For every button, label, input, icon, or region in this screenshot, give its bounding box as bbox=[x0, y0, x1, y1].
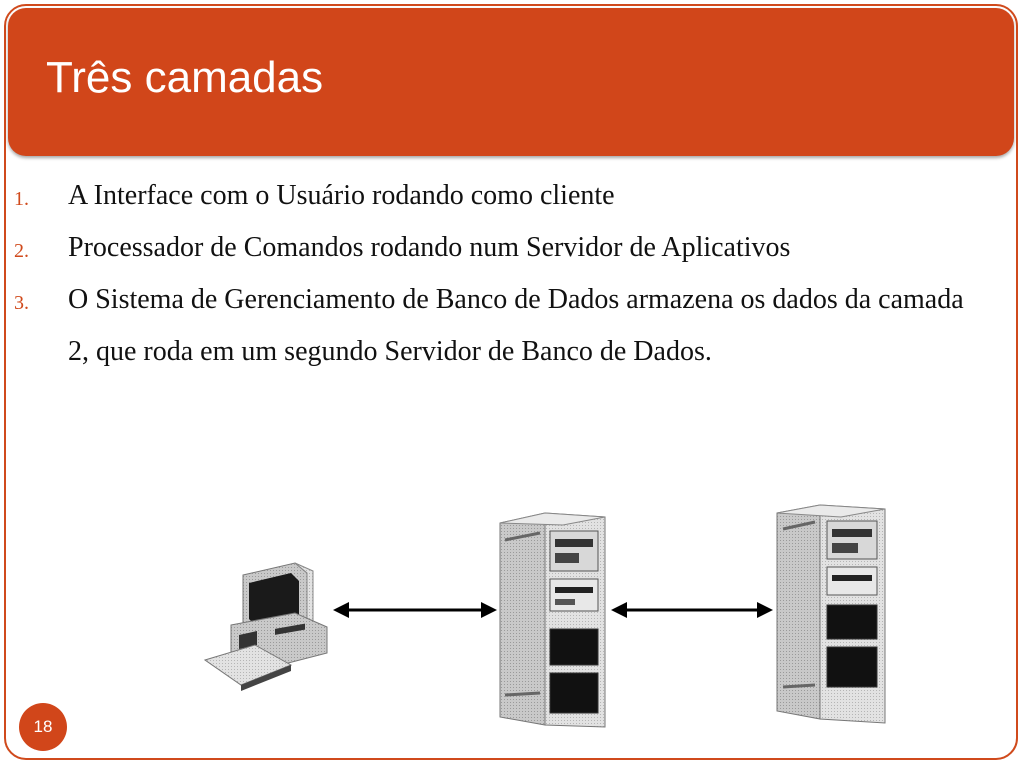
bidirectional-arrow bbox=[333, 602, 497, 618]
bullet-list: 1. A Interface com o Usuário rodando com… bbox=[0, 170, 1010, 378]
list-number: 1. bbox=[14, 188, 29, 210]
list-item-text: A Interface com o Usuário rodando como c… bbox=[68, 180, 615, 211]
slide-frame bbox=[4, 4, 1018, 760]
slide-number-badge: 18 bbox=[19, 703, 67, 751]
desktop-computer-icon bbox=[203, 562, 328, 691]
list-item-text: O Sistema de Gerenciamento de Banco de D… bbox=[68, 284, 964, 367]
list-item: 3. O Sistema de Gerenciamento de Banco d… bbox=[0, 274, 1010, 378]
slide-title: Três camadas bbox=[46, 53, 324, 102]
title-bar: Três camadas bbox=[8, 8, 1014, 156]
list-number: 3. bbox=[14, 292, 29, 314]
list-number: 2. bbox=[14, 240, 29, 262]
list-item: 2. Processador de Comandos rodando num S… bbox=[0, 222, 1010, 274]
list-item-text: Processador de Comandos rodando num Serv… bbox=[68, 232, 791, 263]
database-server-icon bbox=[776, 504, 886, 724]
bidirectional-arrow bbox=[611, 602, 773, 618]
three-tier-diagram bbox=[203, 504, 886, 728]
list-item: 1. A Interface com o Usuário rodando com… bbox=[0, 170, 1010, 222]
application-server-icon bbox=[499, 512, 606, 728]
